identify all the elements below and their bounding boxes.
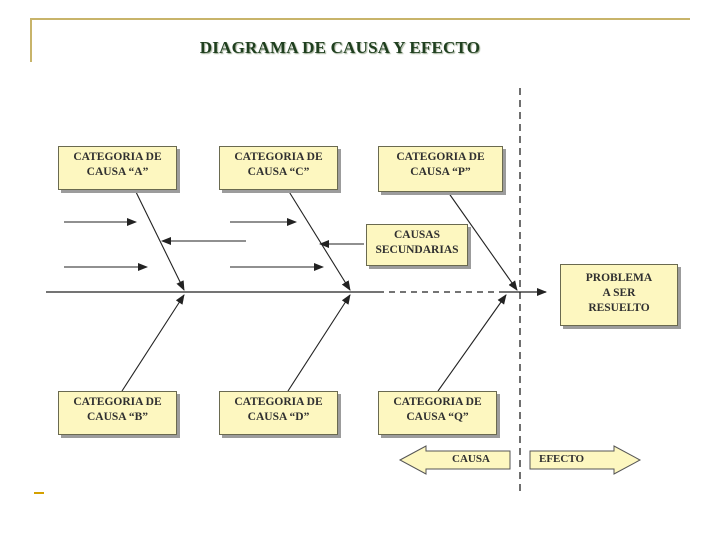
effect-block-arrow [529,445,642,475]
category-box-q-line1: CATEGORIA DE [393,396,482,408]
bone-c [287,189,351,291]
problem-line1: PROBLEMA [585,272,653,284]
frame-left-rule [30,18,32,62]
bone-d [287,294,351,392]
secondary-causes-box: CAUSAS SECUNDARIAS [366,224,468,266]
effect-arrow-label: EFECTO [539,453,585,465]
frame-top-rule [30,18,690,20]
category-box-a-line2: CAUSA “A” [86,166,149,178]
cause-block-arrow [398,445,511,475]
corner-dash-mark [34,492,44,494]
problem-line2: A SER [602,287,636,299]
diagram-title: DIAGRAMA DE CAUSA Y EFECTO [199,38,481,57]
category-box-c: CATEGORIA DE CAUSA “C” [219,146,338,190]
category-box-b: CATEGORIA DE CAUSA “B” [58,391,177,435]
category-box-c-line1: CATEGORIA DE [234,151,323,163]
category-box-q: CATEGORIA DE CAUSA “Q” [378,391,497,435]
category-box-d: CATEGORIA DE CAUSA “D” [219,391,338,435]
category-box-b-line2: CAUSA “B” [86,411,149,423]
bone-a [134,189,185,291]
category-box-d-line2: CAUSA “D” [247,411,310,423]
category-box-c-line2: CAUSA “C” [247,166,310,178]
category-box-p: CATEGORIA DE CAUSA “P” [378,146,503,192]
bone-p [447,191,518,291]
category-box-d-line1: CATEGORIA DE [234,396,323,408]
category-box-b-line1: CATEGORIA DE [73,396,162,408]
category-box-a-line1: CATEGORIA DE [73,151,162,163]
problem-box: PROBLEMA A SER RESUELTO [560,264,678,326]
category-box-p-line1: CATEGORIA DE [396,151,485,163]
problem-line3: RESUELTO [588,302,650,314]
secondary-causes-line1: CAUSAS [393,229,440,241]
category-box-q-line2: CAUSA “Q” [406,411,469,423]
bone-b [121,294,185,392]
bone-q [437,294,507,392]
category-box-p-line2: CAUSA “P” [410,166,471,178]
category-box-a: CATEGORIA DE CAUSA “A” [58,146,177,190]
cause-arrow-label: CAUSA [452,453,490,465]
secondary-causes-line2: SECUNDARIAS [375,244,459,256]
